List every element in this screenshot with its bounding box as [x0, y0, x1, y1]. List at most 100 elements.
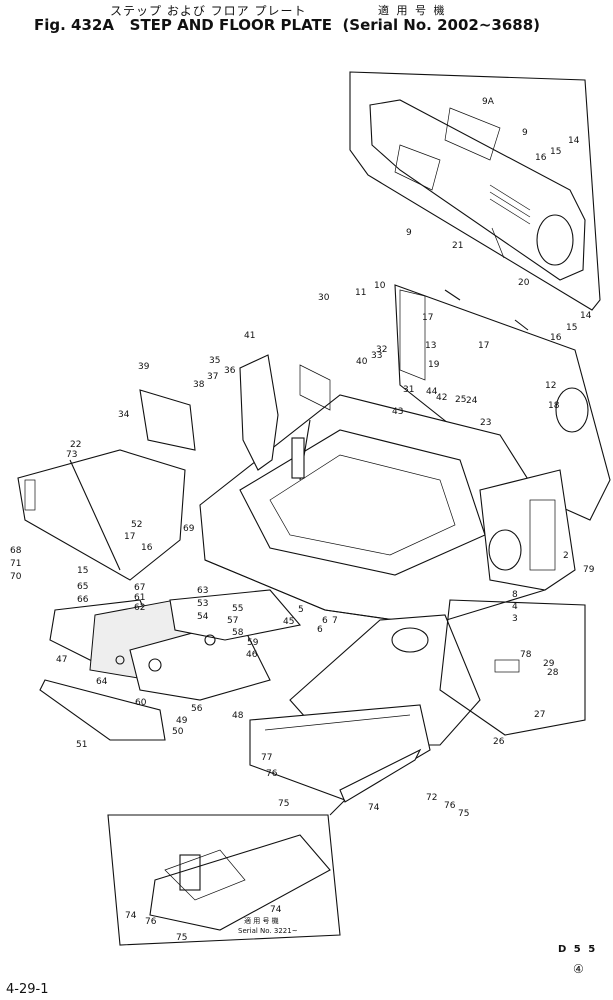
floor-plates	[39, 589, 302, 741]
callout-62: 62	[134, 603, 145, 613]
callout-41: 41	[244, 331, 255, 341]
revision-mark: ④	[573, 962, 584, 976]
callout-55: 55	[232, 604, 243, 614]
title-japanese: ステップ および フロア プレート	[110, 4, 307, 18]
callout-52: 52	[131, 520, 142, 530]
callout-27: 27	[534, 710, 545, 720]
callout-75: 75	[278, 799, 289, 809]
callout-78: 78	[520, 650, 532, 660]
callout-21: 21	[452, 241, 463, 251]
callout-72: 72	[426, 793, 437, 803]
bottom-inset: 適 用 号 機 Serial No. 3221~	[107, 814, 341, 946]
callout-16: 16	[535, 153, 547, 163]
figure-label: Fig. 432A	[34, 16, 114, 34]
callout-75: 75	[176, 933, 187, 943]
callout-43: 43	[392, 407, 403, 417]
callout-6: 6	[317, 625, 323, 635]
callout-24: 24	[466, 396, 478, 406]
callout-31: 31	[403, 385, 414, 395]
callout-17: 17	[478, 341, 489, 351]
callout-4: 4	[512, 602, 518, 612]
callout-9: 9	[406, 228, 412, 238]
callout-18: 18	[548, 401, 560, 411]
callout-16: 16	[550, 333, 562, 343]
callout-14: 14	[580, 311, 592, 321]
callout-37: 37	[207, 372, 218, 382]
left-step-panel	[17, 354, 331, 581]
top-inset-panel	[349, 71, 601, 311]
callout-50: 50	[172, 727, 184, 737]
callout-15: 15	[566, 323, 577, 333]
callout-71: 71	[10, 559, 21, 569]
drawing-code: D 5 5	[558, 944, 598, 955]
callout-36: 36	[224, 366, 236, 376]
callout-56: 56	[191, 704, 203, 714]
callout-17: 17	[124, 532, 135, 542]
callout-74: 74	[270, 905, 282, 915]
callout-15: 15	[77, 566, 88, 576]
inset-note-serial: Serial No. 3221~	[238, 927, 298, 935]
callout-69: 69	[183, 524, 195, 534]
door-panel	[394, 284, 611, 521]
figure-title-en: STEP AND FLOOR PLATE	[129, 16, 332, 34]
callout-74: 74	[125, 911, 137, 921]
callout-53: 53	[197, 599, 208, 609]
callout-8: 8	[512, 590, 518, 600]
callout-6: 6	[322, 616, 328, 626]
callout-54: 54	[197, 612, 209, 622]
callout-74: 74	[368, 803, 380, 813]
callout-32: 32	[376, 345, 387, 355]
callout-19: 19	[428, 360, 440, 370]
callout-76: 76	[444, 801, 456, 811]
callout-46: 46	[246, 650, 258, 660]
callout-57: 57	[227, 616, 238, 626]
callout-16: 16	[141, 543, 153, 553]
callout-45: 45	[283, 617, 294, 627]
callout-17: 17	[422, 313, 433, 323]
callout-76: 76	[145, 917, 157, 927]
figure-title: Fig. 432A STEP AND FLOOR PLATE (Serial N…	[34, 16, 540, 34]
callout-66: 66	[77, 595, 89, 605]
callout-76: 76	[266, 769, 278, 779]
callout-10: 10	[374, 281, 386, 291]
callout-34: 34	[118, 410, 130, 420]
callout-26: 26	[493, 737, 505, 747]
callout-40: 40	[356, 357, 368, 367]
callout-77: 77	[261, 753, 272, 763]
callout-75: 75	[458, 809, 469, 819]
callout-51: 51	[76, 740, 87, 750]
callout-5: 5	[298, 605, 304, 615]
callout-79: 79	[583, 565, 595, 575]
callout-67: 67	[134, 583, 145, 593]
callout-61: 61	[134, 593, 145, 603]
callout-39: 39	[138, 362, 150, 372]
serial-range: (Serial No. 2002~3688)	[342, 16, 541, 34]
callout-11: 11	[355, 288, 366, 298]
callout-33: 33	[371, 351, 382, 361]
callout-15: 15	[550, 147, 561, 157]
callout-28: 28	[547, 668, 559, 678]
callout-12: 12	[545, 381, 556, 391]
callout-2: 2	[563, 551, 569, 561]
callout-73: 73	[66, 450, 77, 460]
callout-68: 68	[10, 546, 22, 556]
callout-59: 59	[247, 638, 259, 648]
callout-9: 9	[522, 128, 528, 138]
callout-35: 35	[209, 356, 220, 366]
callout-7: 7	[332, 616, 338, 626]
callout-9A: 9A	[482, 97, 495, 107]
callout-42: 42	[436, 393, 447, 403]
callout-38: 38	[193, 380, 205, 390]
callout-20: 20	[518, 278, 530, 288]
callout-22: 22	[70, 440, 81, 450]
callout-3: 3	[512, 614, 518, 624]
callout-44: 44	[426, 387, 438, 397]
callout-60: 60	[135, 698, 147, 708]
callout-70: 70	[10, 572, 22, 582]
serial-label-japanese: 適 用 号 機	[378, 4, 447, 17]
callout-48: 48	[232, 711, 244, 721]
callout-64: 64	[96, 677, 108, 687]
callout-58: 58	[232, 628, 244, 638]
front-step	[249, 704, 431, 816]
